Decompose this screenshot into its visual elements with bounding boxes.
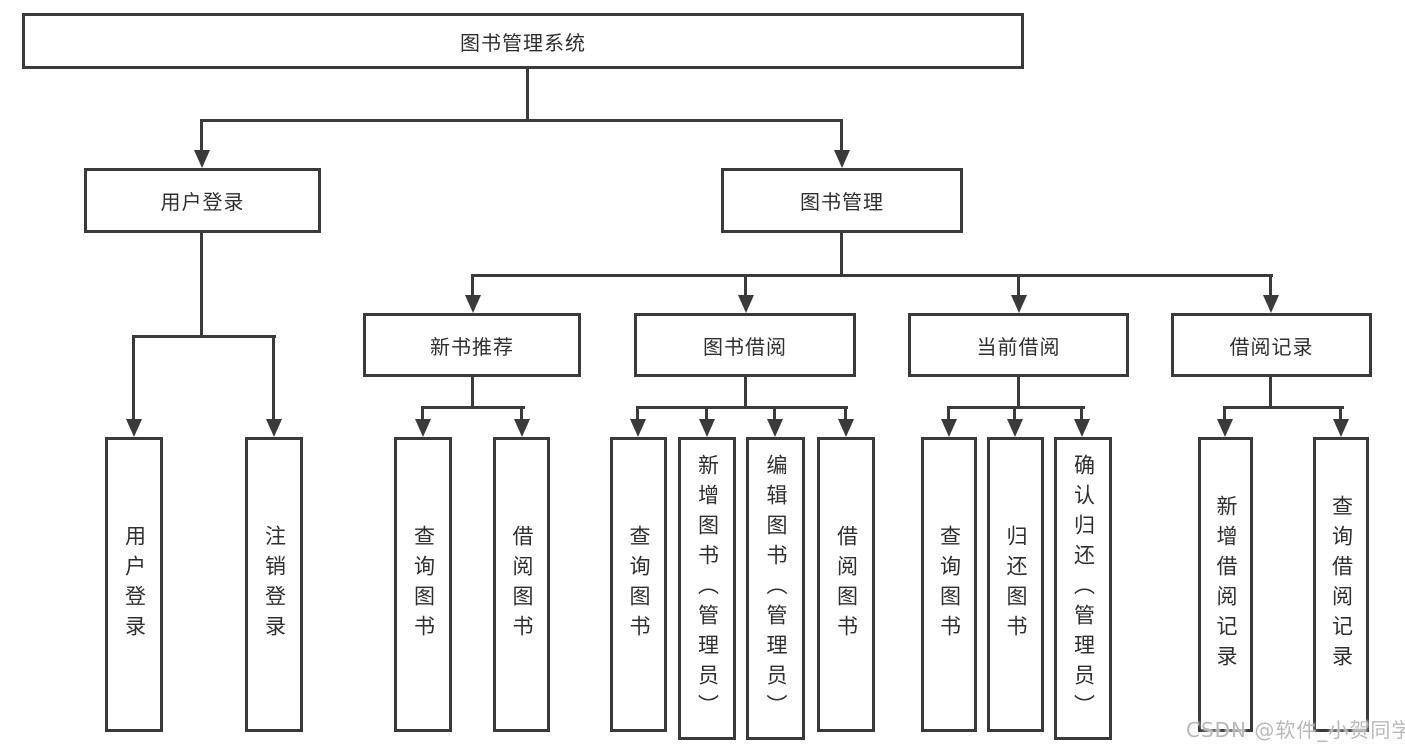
connector-line <box>132 335 135 424</box>
connector-line <box>1269 377 1272 409</box>
connector-line <box>1223 406 1344 409</box>
leaf-current-return-books-label: 归还图书 <box>1004 524 1028 645</box>
connector-line <box>471 377 474 409</box>
arrowhead-icon <box>838 419 854 437</box>
connector-line <box>421 406 424 424</box>
arrowhead-icon <box>266 419 282 437</box>
leaf-records-add-record-label: 新增借阅记录 <box>1214 494 1238 675</box>
node-current-borrowing-label: 当前借阅 <box>976 334 1061 359</box>
leaf-newbook-query-books-label: 查询图书 <box>411 524 436 645</box>
leaf-logout-label: 注销登录 <box>262 524 287 645</box>
arrowhead-icon <box>767 419 783 437</box>
connector-line <box>200 119 843 122</box>
connector-line <box>1269 274 1272 300</box>
leaf-borrow-edit-books-admin-label: 编辑图书（管理员） <box>764 453 788 724</box>
leaf-current-query-books-label: 查询图书 <box>937 524 962 645</box>
connector-line <box>471 274 1273 277</box>
leaf-records-query-record: 查询借阅记录 <box>1313 437 1369 732</box>
node-root: 图书管理系统 <box>22 13 1024 69</box>
connector-line <box>636 406 848 409</box>
connector-line <box>526 69 529 119</box>
connector-line <box>520 406 523 424</box>
connector-line <box>947 406 1085 409</box>
leaf-current-return-books: 归还图书 <box>987 437 1044 732</box>
node-new-book-recommend: 新书推荐 <box>363 313 581 377</box>
arrowhead-icon <box>194 150 210 168</box>
leaf-user-login-label: 用户登录 <box>122 524 147 645</box>
leaf-logout: 注销登录 <box>245 437 303 732</box>
leaf-current-query-books: 查询图书 <box>921 437 977 732</box>
arrowhead-icon <box>1217 419 1233 437</box>
connector-line <box>705 406 708 424</box>
node-book-borrowing-label: 图书借阅 <box>703 334 787 359</box>
leaf-newbook-query-books: 查询图书 <box>394 437 452 732</box>
node-user-login: 用户登录 <box>84 168 321 233</box>
leaf-borrow-edit-books-admin: 编辑图书（管理员） <box>746 437 805 740</box>
arrowhead-icon <box>699 419 715 437</box>
connector-line <box>744 274 747 300</box>
connector-line <box>1339 406 1342 424</box>
leaf-current-confirm-return-admin: 确认归还（管理员） <box>1054 437 1112 740</box>
connector-line <box>1223 406 1226 424</box>
connector-line <box>773 406 776 424</box>
node-user-login-label: 用户登录 <box>160 190 245 214</box>
arrowhead-icon <box>1263 295 1279 313</box>
connector-line <box>1013 406 1016 424</box>
arrowhead-icon <box>738 295 754 313</box>
connector-line <box>840 119 843 155</box>
connector-line <box>471 274 474 300</box>
connector-line <box>1017 274 1020 300</box>
leaf-borrow-query-books: 查询图书 <box>610 437 667 732</box>
arrowhead-icon <box>1074 419 1090 437</box>
leaf-borrow-add-books-admin-label: 新增图书（管理员） <box>695 453 720 724</box>
connector-line <box>1080 406 1083 424</box>
arrowhead-icon <box>834 150 850 168</box>
leaf-borrow-add-books-admin: 新增图书（管理员） <box>678 437 736 740</box>
connector-line <box>132 335 276 338</box>
connector-line <box>636 406 639 424</box>
node-borrowing-records: 借阅记录 <box>1171 313 1372 377</box>
node-book-borrowing: 图书借阅 <box>634 313 856 377</box>
arrowhead-icon <box>1011 295 1027 313</box>
arrowhead-icon <box>465 295 481 313</box>
node-current-borrowing: 当前借阅 <box>908 313 1129 377</box>
connector-line <box>840 233 843 277</box>
csdn-watermark: CSDN @软件_小贺同学 <box>1186 718 1405 742</box>
leaf-user-login: 用户登录 <box>105 437 163 732</box>
connector-line <box>200 233 203 335</box>
arrowhead-icon <box>126 419 142 437</box>
connector-line <box>947 406 950 424</box>
leaf-current-confirm-return-admin-label: 确认归还（管理员） <box>1071 453 1096 724</box>
connector-line <box>421 406 525 409</box>
connector-line <box>272 335 275 424</box>
connector-line <box>744 377 747 409</box>
arrowhead-icon <box>1007 419 1023 437</box>
node-new-book-recommend-label: 新书推荐 <box>430 334 514 359</box>
connector-line <box>1017 377 1020 409</box>
arrowhead-icon <box>941 419 957 437</box>
leaf-records-query-record-label: 查询借阅记录 <box>1329 494 1354 675</box>
leaf-records-add-record: 新增借阅记录 <box>1198 437 1253 732</box>
arrowhead-icon <box>630 419 646 437</box>
node-book-management: 图书管理 <box>721 168 963 233</box>
leaf-newbook-borrow-books-label: 借阅图书 <box>510 524 534 645</box>
connector-line <box>844 406 847 424</box>
arrowhead-icon <box>514 419 530 437</box>
leaf-borrow-borrow-books: 借阅图书 <box>817 437 875 732</box>
arrowhead-icon <box>1333 419 1349 437</box>
node-root-label: 图书管理系统 <box>460 30 586 55</box>
leaf-borrow-borrow-books-label: 借阅图书 <box>834 524 859 645</box>
leaf-borrow-query-books-label: 查询图书 <box>627 524 651 645</box>
arrowhead-icon <box>415 419 431 437</box>
leaf-newbook-borrow-books: 借阅图书 <box>493 437 550 732</box>
node-book-management-label: 图书管理 <box>800 190 884 214</box>
connector-line <box>200 119 203 155</box>
node-borrowing-records-label: 借阅记录 <box>1229 334 1314 359</box>
